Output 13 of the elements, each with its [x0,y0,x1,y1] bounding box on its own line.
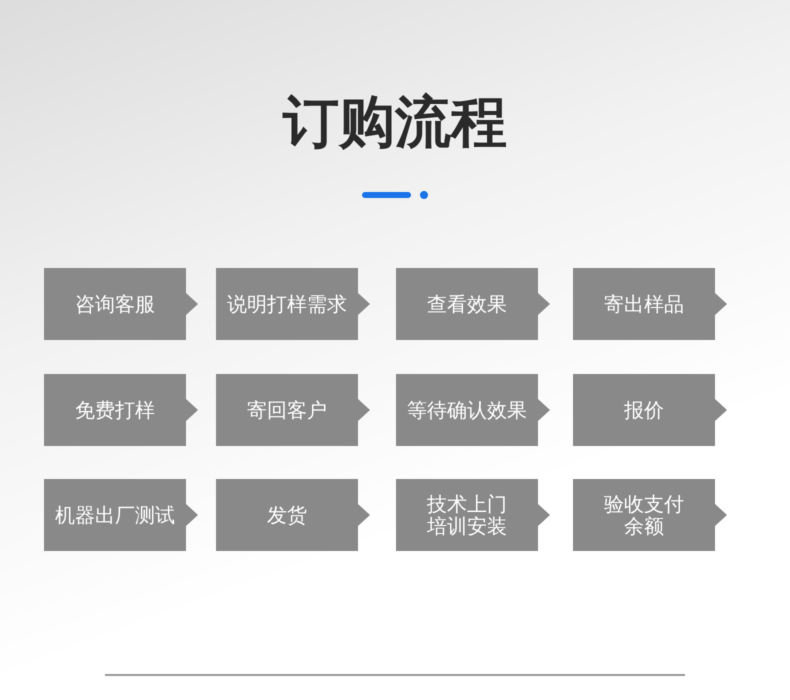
process-box: 验收支付余额 [573,479,727,551]
process-box: 寄出样品 [573,268,727,340]
process-box: 等待确认效果 [396,374,550,446]
process-box: 查看效果 [396,268,550,340]
title: 订购流程 [282,89,508,157]
process-box: 发货 [216,479,370,551]
process-box: 免费打样 [44,374,198,446]
process-box: 机器出厂测试 [44,479,198,551]
process-box: 说明打样需求 [216,268,370,340]
process-box: 报价 [573,374,727,446]
process-box: 技术上门培训安装 [396,479,550,551]
process-box: 咨询客服 [44,268,198,340]
process-box: 寄回客户 [216,374,370,446]
